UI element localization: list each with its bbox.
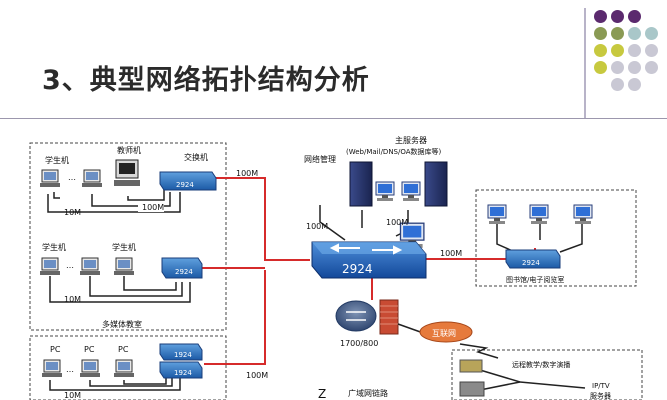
switch-1924-b-label: 1924: [174, 369, 192, 377]
black-links: [47, 188, 586, 391]
internet-label: 互联网: [432, 329, 456, 338]
pc3-label: PC: [118, 345, 129, 354]
dot: [645, 61, 658, 74]
dot: [611, 44, 624, 57]
net-mgmt-label: 网络管理: [304, 154, 336, 164]
dot: [645, 44, 658, 57]
speed-10m-label: 10M: [64, 208, 81, 217]
router-icon: [335, 300, 377, 332]
teacher-label: 教师机: [117, 145, 141, 155]
speed-100m-label: 100M: [142, 203, 164, 212]
student2b-label: 学生机: [112, 242, 136, 252]
pc2-label: PC: [84, 345, 95, 354]
decorative-vertical-line: [584, 8, 586, 118]
server-types-label: (Web/Mail/DNS/OA数据库等): [346, 147, 442, 156]
switch-2924-label: 2924: [176, 181, 194, 189]
remote-label: 远程教学/数字演播: [512, 360, 570, 369]
dot: [611, 61, 624, 74]
remote-group-box: [451, 349, 643, 400]
pc-group-box: [29, 335, 227, 400]
dot: [611, 78, 624, 91]
core-switch-label: 2924: [342, 262, 373, 276]
switch-1924-a-label: 1924: [174, 351, 192, 359]
dot: [628, 78, 641, 91]
speed-10m-label-2: 10M: [64, 295, 81, 304]
iptv-label: IP/TV: [592, 382, 610, 390]
wan-link-label: 广域网链路: [348, 388, 388, 398]
dot: [645, 27, 658, 40]
classroom-group-box: [29, 142, 227, 331]
multimedia-room-label: 多媒体教室: [102, 319, 142, 329]
speed-10m-label-3: 10M: [64, 391, 81, 400]
dot: [594, 61, 607, 74]
switch1-title: 交换机: [184, 152, 208, 162]
switch2-label: 2924: [175, 268, 193, 276]
internet-cloud: [419, 321, 473, 343]
library-label: 图书馆/电子阅览室: [506, 275, 564, 284]
iptv-server-label: 服务器: [590, 391, 611, 400]
main-server-label: 主服务器: [395, 135, 427, 145]
slide-title: 3、典型网络拓扑结构分析: [42, 65, 370, 96]
dot: [628, 27, 641, 40]
svg-text:…: …: [68, 173, 76, 182]
server-100m-label: 100M: [386, 218, 408, 227]
uplink-100m-label: 100M: [236, 169, 258, 178]
mgmt-100m-label: 100M: [306, 222, 328, 231]
dot: [594, 44, 607, 57]
decorative-horizontal-line: [0, 118, 667, 119]
firewall-icon: [379, 299, 399, 335]
student2a-label: 学生机: [42, 242, 66, 252]
dot: [611, 27, 624, 40]
camera-icon: [459, 359, 483, 373]
library-100m-label: 100M: [440, 249, 462, 258]
dot: [594, 27, 607, 40]
dot: [611, 10, 624, 23]
wan-bolt-icon: Z: [318, 387, 326, 400]
library-group-box: [475, 189, 637, 287]
router-model-label: 1700/800: [340, 339, 378, 348]
video-device-icon: [459, 381, 485, 397]
student1-label: 学生机: [45, 155, 69, 165]
dot: [628, 61, 641, 74]
dot: [628, 10, 641, 23]
uplink3-100m-label: 100M: [246, 371, 268, 380]
svg-text:…: …: [66, 365, 74, 374]
pc1-label: PC: [50, 345, 61, 354]
svg-text:…: …: [66, 261, 74, 270]
dot: [628, 44, 641, 57]
library-switch-label: 2924: [522, 259, 540, 267]
dot: [594, 10, 607, 23]
